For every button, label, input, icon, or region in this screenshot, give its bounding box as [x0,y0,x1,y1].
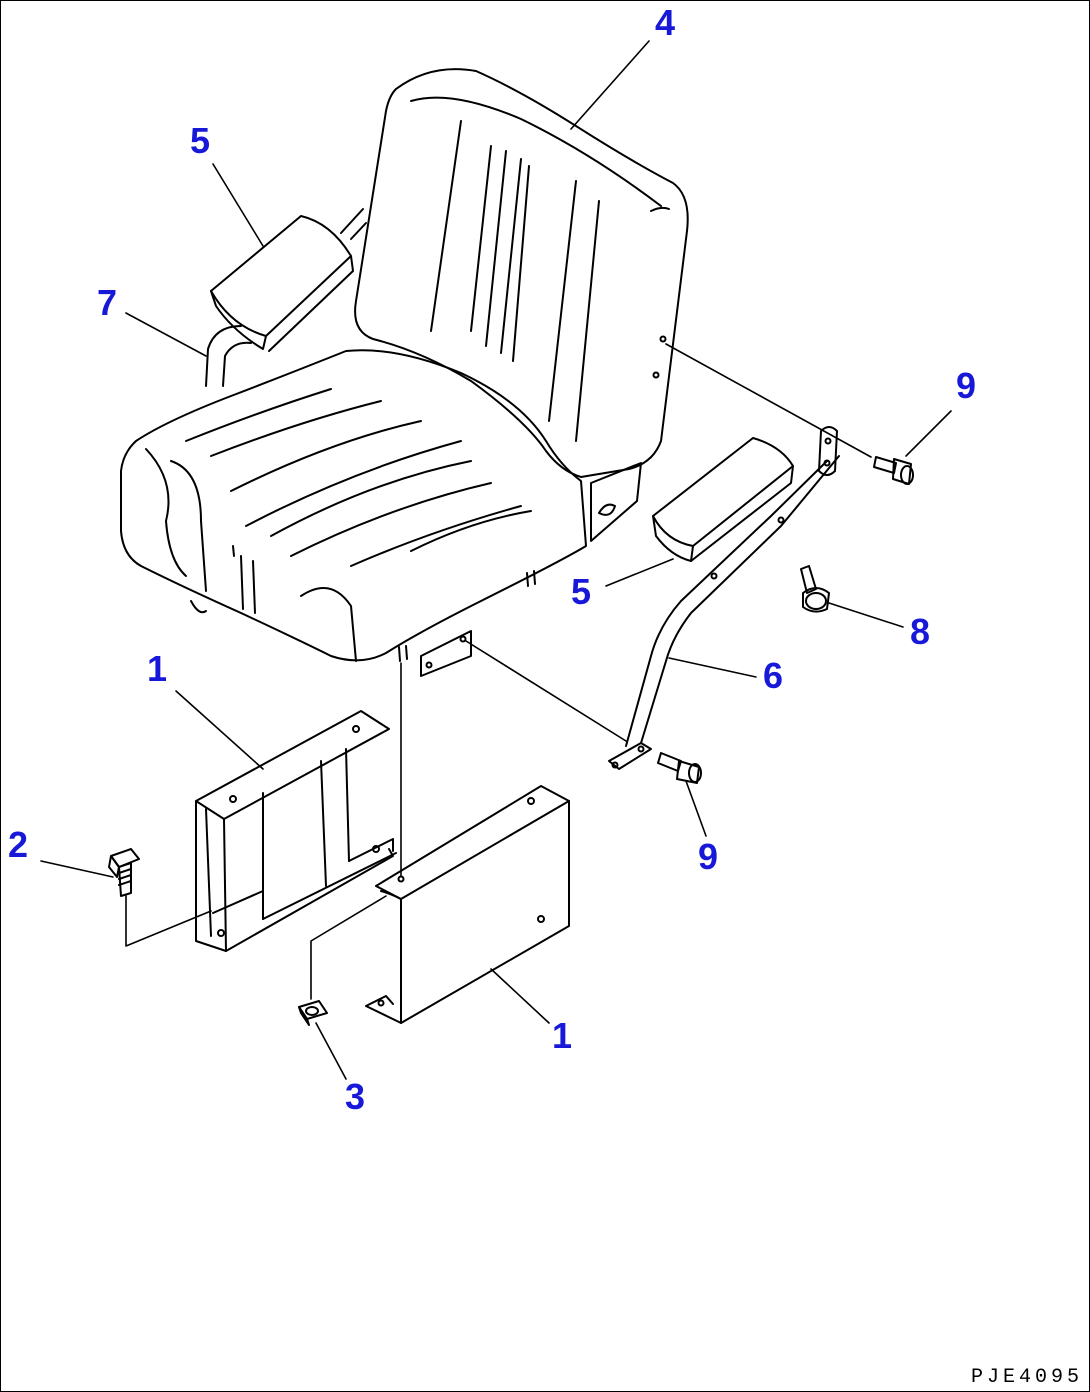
callout-7: 7 [96,282,118,323]
callout-9-lower: 9 [697,836,719,877]
callout-5-upper: 5 [189,120,211,161]
callout-9-upper: 9 [955,365,977,406]
callout-8: 8 [909,611,931,652]
callout-1-lower: 1 [551,1015,573,1056]
right-armrest [608,426,840,770]
callout-1-upper: 1 [146,648,168,689]
callout-5-lower: 5 [570,571,592,612]
callout-6: 6 [762,655,784,696]
callout-3: 3 [344,1076,366,1117]
bolt-8 [800,565,830,613]
leader-lines [40,40,952,1080]
seat-cushion [120,349,587,677]
bracket-left [195,710,397,952]
bracket-right [365,785,570,1024]
callout-2: 2 [7,824,29,865]
bolt-2 [108,848,140,897]
left-armrest [205,208,367,387]
nut-3 [298,1000,328,1026]
bolt-9-upper [873,456,914,485]
drawing-code: PJE4095 [970,1366,1083,1389]
bolt-9-lower [657,752,702,784]
seat-back [354,68,689,542]
assembly-lines [125,343,872,1000]
callout-4: 4 [654,2,676,43]
